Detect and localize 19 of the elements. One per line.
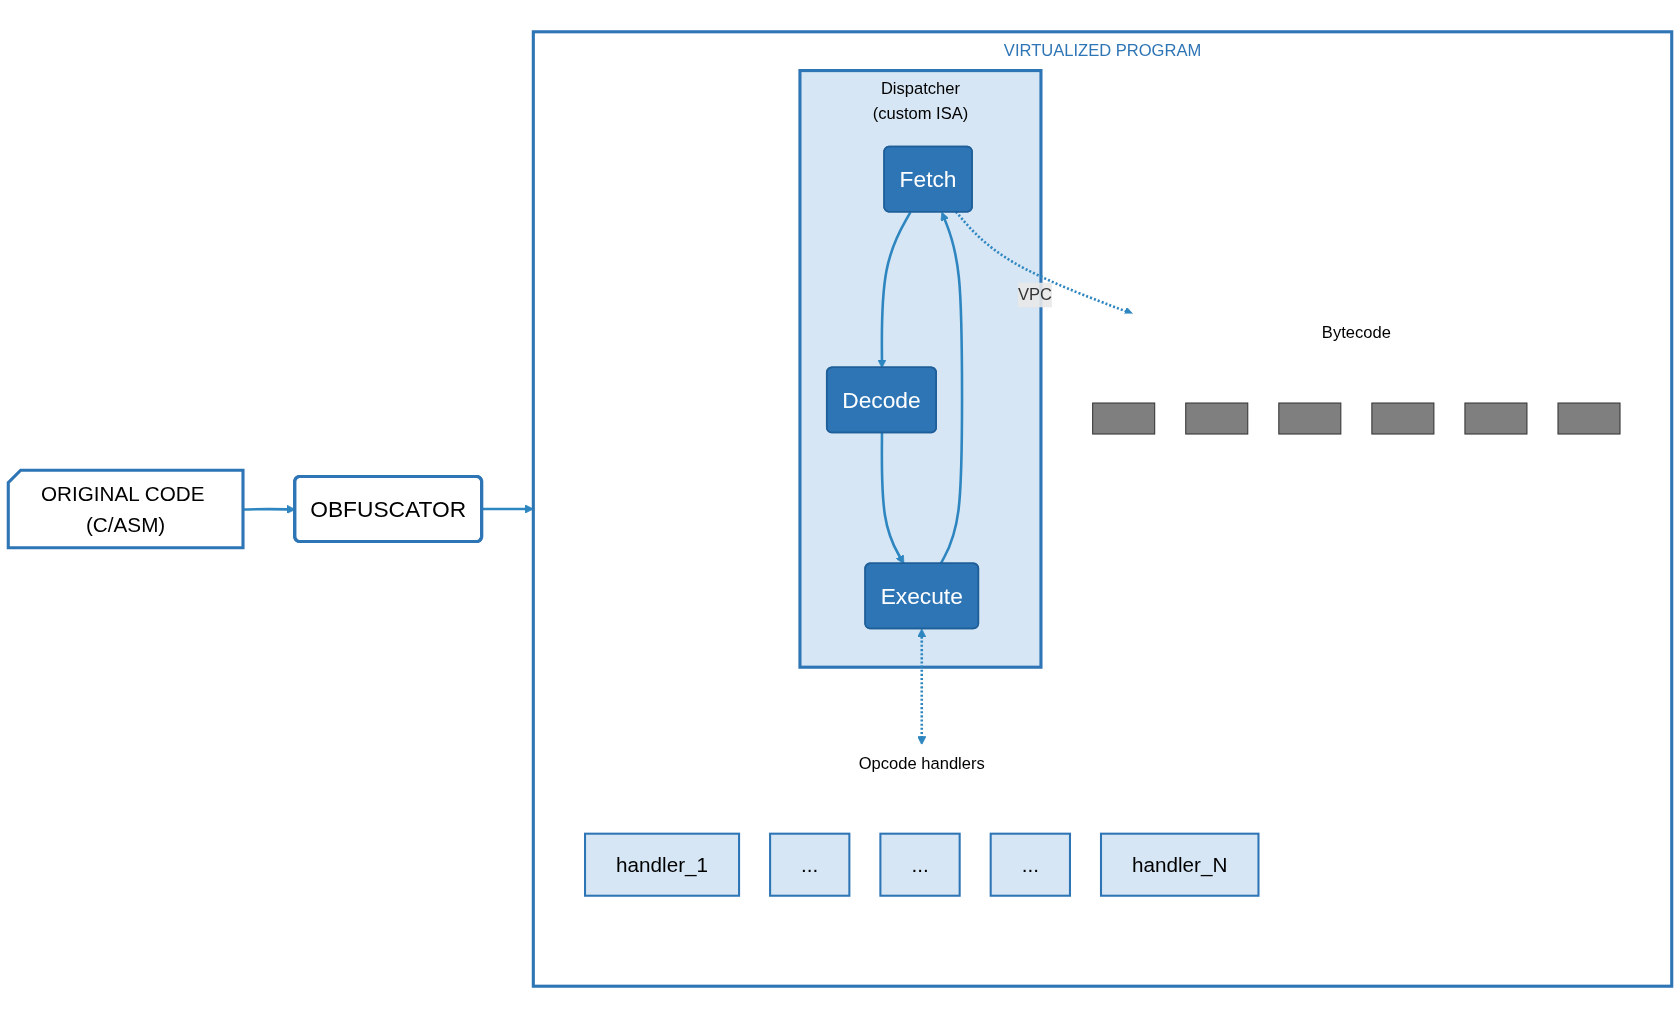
node-box [1464, 402, 1528, 435]
node-box: ... [989, 832, 1071, 897]
node-box: handler_1 [584, 832, 741, 897]
arrow [917, 628, 927, 746]
node-box: handler_N [1099, 832, 1260, 897]
node-box [1557, 402, 1621, 435]
arrow [939, 211, 964, 565]
node-box: ... [879, 832, 961, 897]
node-box [1185, 402, 1249, 435]
edge-label: VPC [1017, 285, 1052, 304]
arrow [880, 433, 905, 565]
node-text: Opcode handlers [858, 754, 985, 772]
node-box: ... [769, 832, 851, 897]
node-box [1371, 402, 1435, 435]
arrow [954, 210, 1134, 316]
node-box [1278, 402, 1342, 435]
node-text: Bytecode [1321, 323, 1391, 341]
arrow [877, 211, 912, 369]
node-box [1092, 402, 1156, 435]
